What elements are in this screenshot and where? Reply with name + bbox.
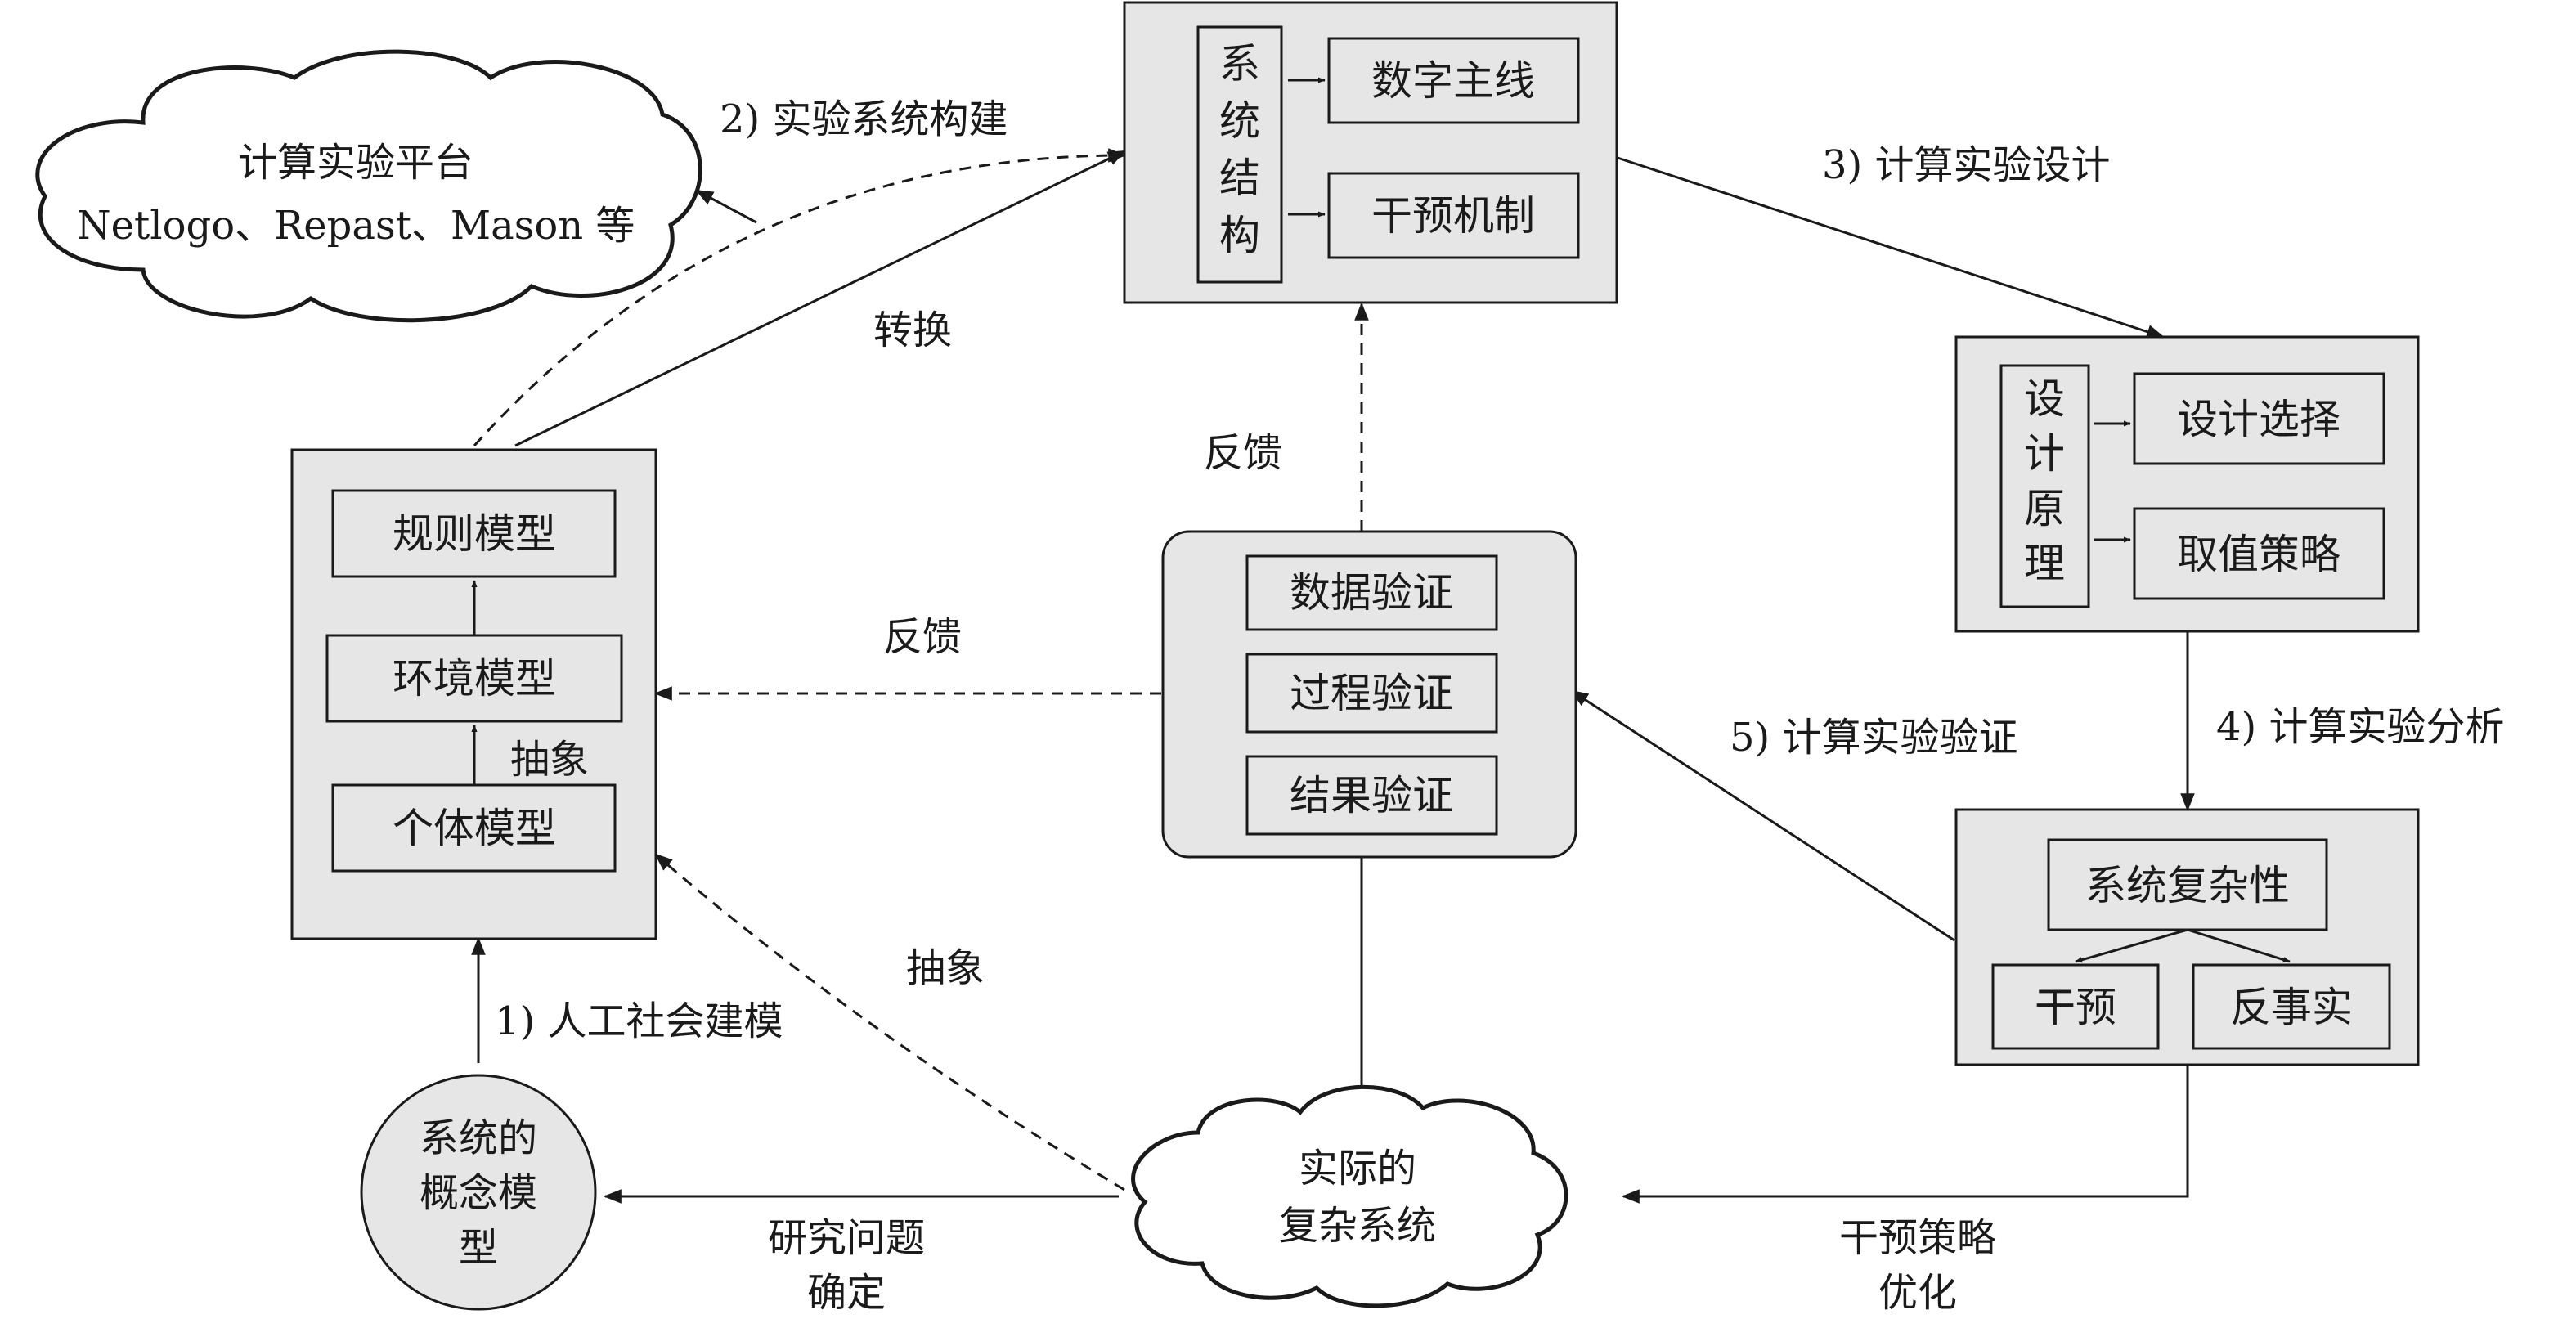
complexity-group bbox=[1954, 808, 2420, 1066]
system-structure-group bbox=[1123, 1, 1618, 304]
system-structure-char-3: 结 bbox=[1219, 155, 1260, 202]
counterfactual-box bbox=[2192, 963, 2391, 1050]
intervention-mechanism-box bbox=[1327, 172, 1580, 259]
feedback-top-label: 反馈 bbox=[1204, 430, 1282, 476]
platform-cloud bbox=[35, 49, 702, 323]
system-structure-char-1: 系 bbox=[1219, 40, 1260, 87]
rule-model-box bbox=[331, 489, 617, 578]
step1-label: 1) 人工社会建模 bbox=[495, 998, 783, 1044]
complexity-intervention-arrow bbox=[2075, 928, 2188, 963]
system-complexity-box bbox=[2047, 838, 2328, 931]
platform-title: 计算实验平台 bbox=[238, 140, 473, 186]
platform-tools: Netlogo、Repast、Mason 等 bbox=[77, 203, 635, 249]
connectors bbox=[471, 148, 2195, 1204]
optimize-arrow bbox=[1621, 1065, 2189, 1204]
abstract-lower-label: 抽象 bbox=[906, 945, 985, 991]
design-group bbox=[1954, 335, 2420, 633]
intervention-box bbox=[1991, 963, 2160, 1050]
step2-label: 2) 实验系统构建 bbox=[720, 96, 1008, 142]
design-principle-char-1: 设 bbox=[2024, 375, 2065, 423]
step3-label: 3) 计算实验设计 bbox=[1822, 142, 2111, 188]
optimize-line-1: 干预策略 bbox=[1839, 1215, 1996, 1261]
research-problem-line-1: 研究问题 bbox=[768, 1215, 925, 1261]
individual-model-label: 个体模型 bbox=[393, 805, 556, 852]
convert-label: 转换 bbox=[873, 307, 952, 353]
system-structure-label-box bbox=[1196, 25, 1283, 284]
real-system-cloud bbox=[1131, 1084, 1568, 1308]
complexity-counterfactual-arrow bbox=[2187, 928, 2291, 963]
step5-label: 5) 计算实验验证 bbox=[1730, 715, 2018, 760]
value-strategy-label: 取值策略 bbox=[2177, 531, 2340, 578]
intervention-label: 干预 bbox=[2035, 984, 2116, 1031]
env-model-box bbox=[325, 634, 623, 723]
result-validation-box bbox=[1245, 755, 1498, 836]
concept-model-circle bbox=[360, 1074, 597, 1311]
model-group bbox=[290, 448, 657, 940]
step4-label: 4) 计算实验分析 bbox=[2216, 704, 2505, 750]
real-system-line-1: 实际的 bbox=[1299, 1146, 1416, 1191]
data-validation-box bbox=[1245, 554, 1498, 631]
design-principle-box bbox=[1999, 364, 2090, 608]
concept-model-line-1: 系统的 bbox=[420, 1115, 537, 1161]
design-arrow bbox=[1614, 155, 2165, 339]
system-structure-char-4: 构 bbox=[1219, 212, 1260, 259]
data-validation-label: 数据验证 bbox=[1290, 569, 1453, 617]
counterfactual-label: 反事实 bbox=[2230, 984, 2353, 1031]
design-principle-char-3: 原 bbox=[2024, 485, 2065, 532]
optimize-line-2: 优化 bbox=[1878, 1270, 1957, 1316]
system-complexity-label: 系统复杂性 bbox=[2085, 862, 2290, 909]
design-principle-char-2: 计 bbox=[2024, 430, 2065, 478]
research-problem-line-2: 确定 bbox=[807, 1270, 886, 1316]
system-structure-char-2: 统 bbox=[1219, 97, 1260, 145]
validation-group bbox=[1161, 530, 1577, 859]
abstract-inner-label: 抽象 bbox=[510, 737, 589, 783]
design-selection-box bbox=[2133, 372, 2385, 465]
convert-arrow bbox=[514, 150, 1126, 447]
texts: 计算实验平台 Netlogo、Repast、Mason 等 系 统 结 构 数字… bbox=[77, 40, 2505, 1316]
real-system-line-2: 复杂系统 bbox=[1279, 1203, 1436, 1249]
platform-arrow bbox=[695, 189, 757, 224]
process-validation-label: 过程验证 bbox=[1290, 670, 1453, 717]
result-validation-label: 结果验证 bbox=[1290, 772, 1453, 819]
value-strategy-box bbox=[2133, 507, 2385, 600]
rule-model-label: 规则模型 bbox=[393, 510, 556, 558]
concept-model-line-3: 型 bbox=[459, 1225, 498, 1271]
abstract-dashed-arrow bbox=[654, 853, 1125, 1191]
digital-thread-box bbox=[1327, 37, 1580, 124]
design-principle-char-4: 理 bbox=[2024, 540, 2065, 587]
intervention-mechanism-label: 干预机制 bbox=[1371, 192, 1535, 240]
verify-arrow bbox=[1570, 689, 1955, 942]
process-validation-box bbox=[1245, 653, 1498, 734]
concept-model-line-2: 概念模 bbox=[420, 1170, 537, 1216]
env-model-label: 环境模型 bbox=[393, 655, 556, 702]
individual-model-box bbox=[331, 783, 617, 873]
digital-thread-label: 数字主线 bbox=[1371, 57, 1535, 105]
feedback-mid-label: 反馈 bbox=[883, 614, 962, 660]
design-selection-label: 设计选择 bbox=[2177, 396, 2340, 443]
